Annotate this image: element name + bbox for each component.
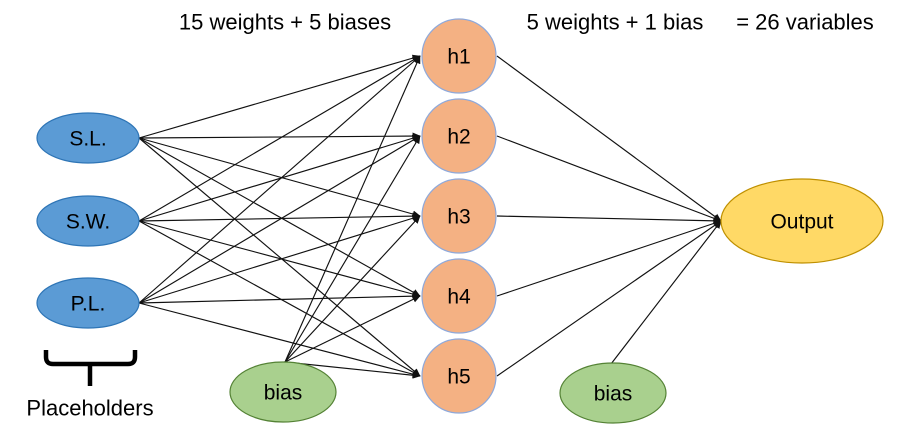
output-node-shape[interactable] [720, 178, 884, 264]
edge-bias-hidden-to-hidden-h5 [284, 361, 421, 379]
hidden-h2-label: h2 [447, 126, 470, 149]
input-sl-label: S.L. [69, 128, 106, 151]
bias-hidden-label: bias [264, 382, 303, 405]
edge-hidden-h1-to-output-node [496, 55, 722, 222]
edge-bias-hidden-to-hidden-h2 [284, 135, 421, 363]
placeholders-brace [43, 350, 138, 367]
node-input-sl[interactable]: S.L. [36, 112, 140, 164]
edges-layer [138, 54, 722, 379]
nodes-layer: S.L. S.W. P.L. bias h1 h2 h3 h4 h5 bias Output [36, 18, 884, 424]
edge-bias-hidden-to-hidden-h4 [284, 295, 421, 363]
input-sl-shape[interactable] [36, 112, 140, 164]
edge-input-sw-to-hidden-h2 [138, 134, 421, 222]
annotations-layer: 15 weights + 5 biases 5 weights + 1 bias =… [26, 10, 873, 421]
node-input-pl[interactable]: P.L. [36, 277, 140, 329]
edge-input-pl-to-hidden-h5 [138, 302, 421, 378]
hidden-h1-label: h1 [447, 46, 470, 69]
node-hidden-h1[interactable]: h1 [421, 18, 497, 94]
hidden-h3-shape[interactable] [421, 178, 497, 254]
edge-input-pl-to-hidden-h2 [138, 135, 421, 304]
group-label-placeholders-label: Placeholders [26, 396, 153, 421]
input-sw-label: S.W. [66, 211, 110, 234]
node-hidden-h2[interactable]: h2 [421, 98, 497, 174]
edge-input-pl-to-hidden-h1 [138, 55, 421, 304]
hidden-h2-shape[interactable] [421, 98, 497, 174]
edge-input-sw-to-hidden-h3 [138, 212, 421, 222]
edge-hidden-h3-to-output-node [496, 215, 722, 225]
edge-hidden-h2-to-output-node [496, 135, 722, 222]
hidden-h4-label: h4 [447, 286, 471, 309]
input-pl-label: P.L. [71, 293, 106, 316]
hidden-h5-shape[interactable] [421, 338, 497, 414]
input-sw-shape[interactable] [36, 195, 140, 247]
edge-input-sl-to-hidden-h3 [138, 137, 421, 218]
edge-input-sl-to-hidden-h2 [138, 132, 421, 140]
edge-hidden-h4-to-output-node [496, 219, 722, 297]
edge-bias-hidden-to-hidden-h1 [284, 55, 421, 363]
input-pl-shape[interactable] [36, 277, 140, 329]
bias-hidden-shape[interactable] [229, 361, 337, 423]
hidden-h4-shape[interactable] [421, 258, 497, 334]
edge-hidden-h5-to-output-node [496, 220, 722, 377]
edge-input-sw-to-hidden-h5 [138, 220, 421, 377]
bias-output-label: bias [594, 383, 633, 406]
edge-input-sw-to-hidden-h4 [138, 220, 421, 298]
annotation-output-layer-params: 5 weights + 1 bias [527, 10, 704, 35]
edge-input-pl-to-hidden-h3 [138, 214, 421, 304]
node-input-sw[interactable]: S.W. [36, 195, 140, 247]
bias-output-shape[interactable] [559, 362, 667, 424]
node-bias-output[interactable]: bias [559, 362, 667, 424]
edge-input-sl-to-hidden-h1 [138, 54, 421, 139]
edge-input-sl-to-hidden-h4 [138, 137, 421, 297]
annotation-hidden-layer-params: 15 weights + 5 biases [179, 10, 391, 35]
node-hidden-h5[interactable]: h5 [421, 338, 497, 414]
edge-input-sl-to-hidden-h5 [138, 137, 421, 377]
node-hidden-h3[interactable]: h3 [421, 178, 497, 254]
edge-bias-output-to-output-node [610, 220, 722, 365]
hidden-h1-shape[interactable] [421, 18, 497, 94]
hidden-h5-label: h5 [447, 366, 470, 389]
edge-bias-hidden-to-hidden-h3 [284, 215, 421, 363]
node-bias-hidden[interactable]: bias [229, 361, 337, 423]
output-node-label: Output [770, 211, 833, 234]
node-hidden-h4[interactable]: h4 [421, 258, 497, 334]
edge-input-pl-to-hidden-h4 [138, 292, 421, 304]
edge-input-sw-to-hidden-h1 [138, 55, 421, 222]
hidden-h3-label: h3 [447, 206, 470, 229]
node-output-node[interactable]: Output [720, 178, 884, 264]
annotation-total-variables: = 26 variables [736, 10, 874, 35]
